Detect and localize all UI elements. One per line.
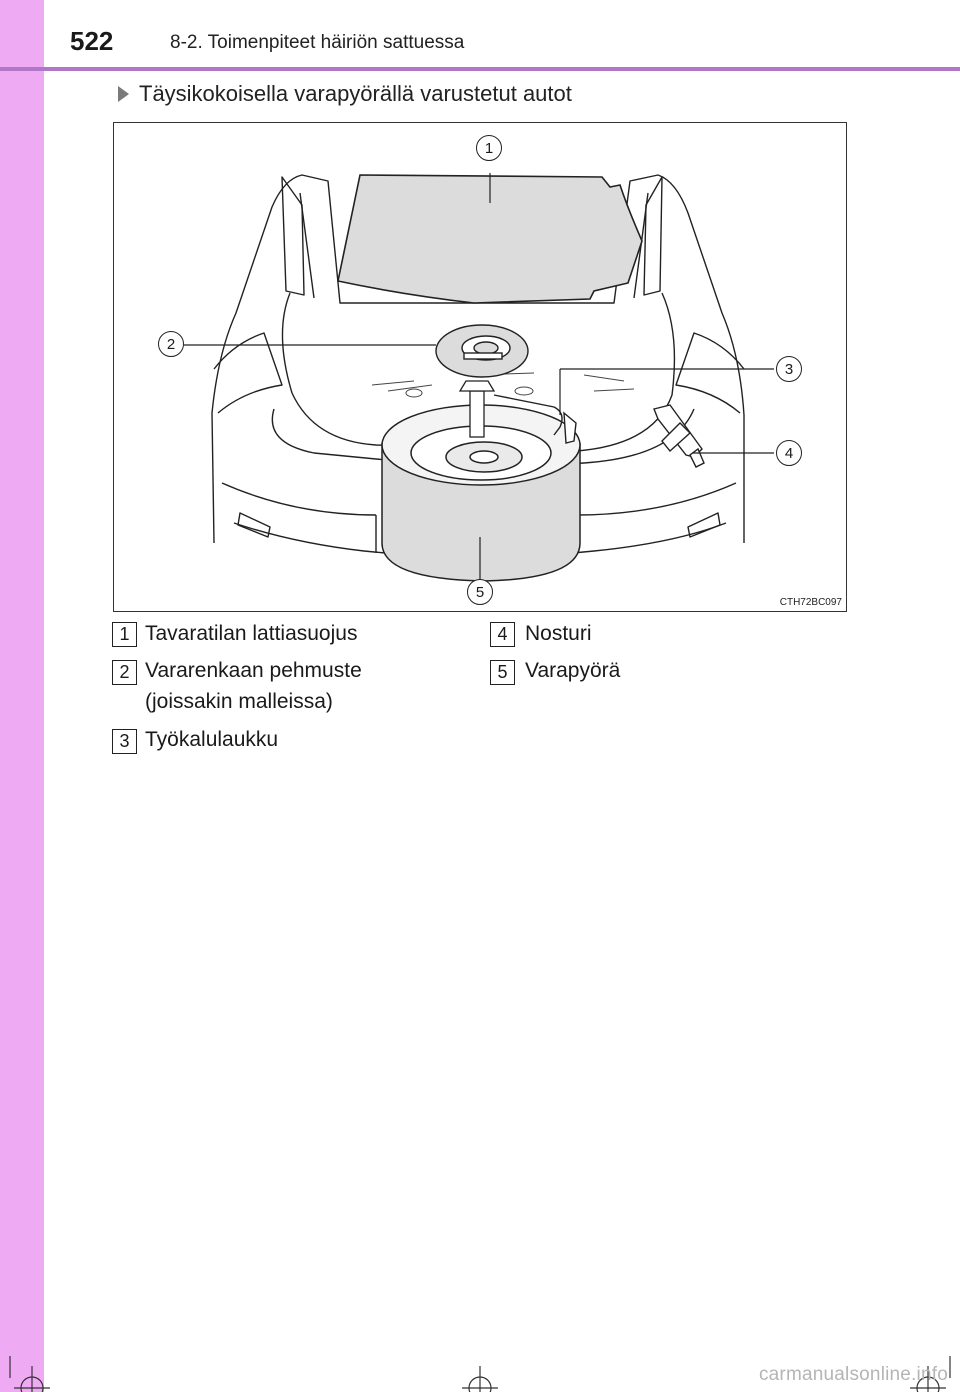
callout-2: 2	[158, 331, 184, 357]
legend-label: Nosturi	[525, 622, 592, 645]
legend-number: 2	[112, 660, 137, 685]
legend-label: Varapyörä	[525, 659, 621, 682]
legend-label: Vararenkaan pehmuste	[145, 659, 362, 682]
crop-mark-center-icon	[462, 1366, 498, 1392]
figure-code: CTH72BC097	[779, 597, 842, 608]
callout-4: 4	[776, 440, 802, 466]
crop-mark-left-icon	[9, 1356, 50, 1392]
triangle-bullet-icon	[118, 86, 129, 102]
header-divider	[0, 67, 960, 71]
legend-label: Tavaratilan lattiasuojus	[145, 622, 358, 645]
subheading: Täysikokoisella varapyörällä varustetut …	[118, 81, 572, 107]
legend-label: Työkalulaukku	[145, 728, 279, 751]
legend-number: 3	[112, 729, 137, 754]
subheading-text: Täysikokoisella varapyörällä varustetut …	[139, 81, 572, 106]
section-title: 8-2. Toimenpiteet häiriön sattuessa	[170, 32, 465, 53]
callout-1: 1	[476, 135, 502, 161]
crop-mark-right-icon	[910, 1356, 951, 1392]
trunk-illustration: 1 2 3 4 5 CTH72BC097	[113, 122, 847, 612]
watermark: carmanualsonline.info	[758, 1364, 948, 1385]
page-number: 522	[70, 26, 114, 56]
callout-5: 5	[467, 579, 493, 605]
car-trunk-drawing	[184, 173, 774, 582]
legend-number: 5	[490, 660, 515, 685]
floor-cover-shape	[337, 174, 643, 304]
legend-number: 4	[490, 622, 515, 647]
legend-label-line-2: (joissakin malleissa)	[145, 690, 333, 713]
chapter-sidebar-tab	[0, 0, 44, 1392]
legend-number: 1	[112, 622, 137, 647]
callout-3: 3	[776, 356, 802, 382]
